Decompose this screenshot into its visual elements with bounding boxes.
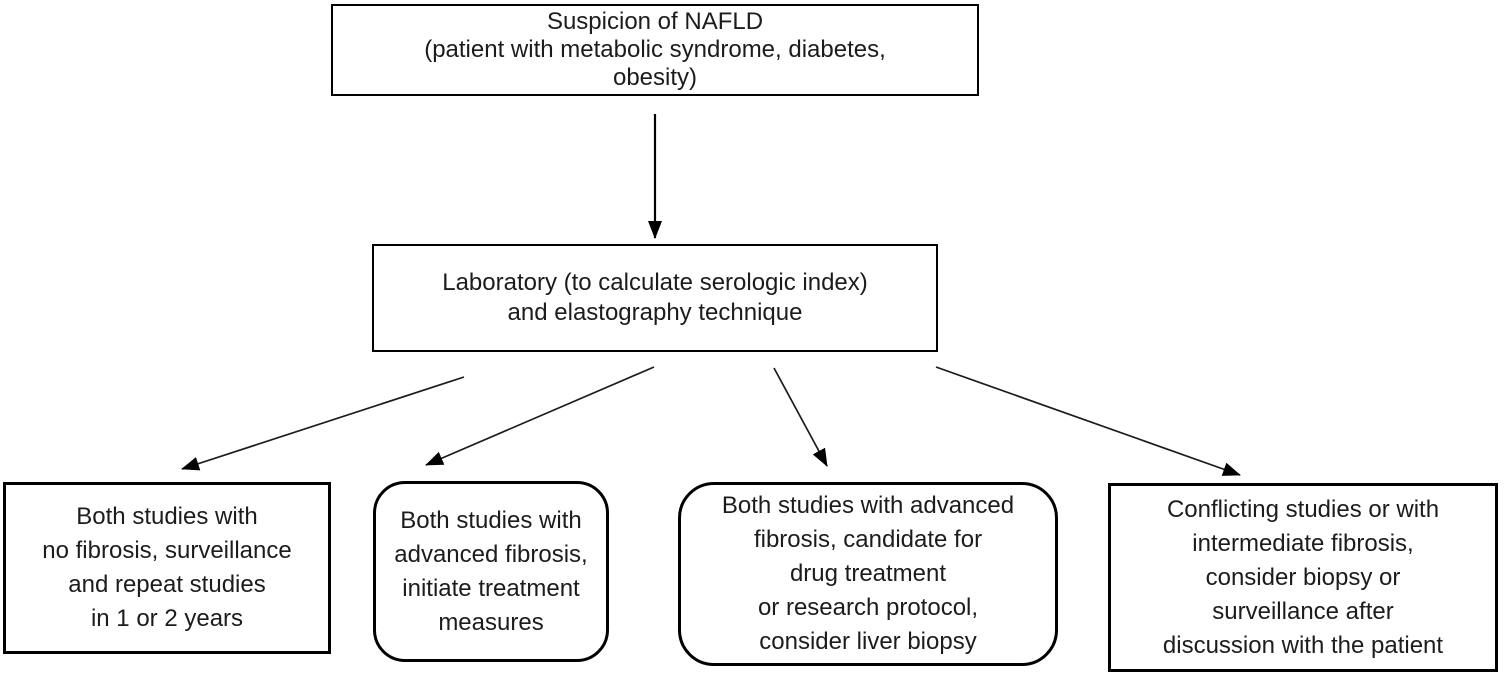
node-laboratory-elastography: Laboratory (to calculate serologic index… bbox=[372, 244, 938, 352]
node-text-line: and repeat studies bbox=[68, 571, 266, 598]
node-text-line: Laboratory (to calculate serologic index… bbox=[442, 269, 868, 296]
node-text-line: discussion with the patient bbox=[1162, 631, 1444, 659]
node-advanced-fibrosis-biopsy: Both studies with advanced fibrosis, can… bbox=[678, 482, 1058, 666]
node-text-line: consider liver biopsy bbox=[759, 628, 977, 655]
node-text-line: Both studies with advanced bbox=[721, 492, 1015, 519]
node-text-line: initiate treatment bbox=[402, 574, 580, 602]
node-text-line: Both studies with bbox=[76, 503, 258, 530]
node-text-line: Conflicting studies or with bbox=[1166, 495, 1440, 523]
arrow-laboratory-to-advanced-fibrosis-treatment bbox=[425, 366, 655, 466]
node-suspicion-of-nafld: Suspicion of NAFLD (patient with metabol… bbox=[331, 4, 979, 96]
arrow-laboratory-to-conflicting bbox=[935, 366, 1241, 476]
node-advanced-fibrosis-treatment: Both studies with advanced fibrosis, ini… bbox=[373, 481, 609, 662]
node-text-line: obesity) bbox=[612, 64, 698, 91]
node-text-line: in 1 or 2 years bbox=[90, 605, 244, 632]
arrow-laboratory-to-no-fibrosis bbox=[181, 376, 465, 471]
node-text-line: intermediate fibrosis, bbox=[1192, 529, 1414, 557]
node-text-line: advanced fibrosis, bbox=[394, 540, 588, 568]
node-text-line: measures bbox=[438, 608, 544, 636]
node-no-fibrosis-surveillance: Both studies with no fibrosis, surveilla… bbox=[3, 482, 331, 654]
node-conflicting-studies: Conflicting studies or with intermediate… bbox=[1108, 483, 1498, 672]
node-text-line: and elastography technique bbox=[507, 299, 803, 326]
node-text-line: no fibrosis, surveillance bbox=[42, 537, 292, 564]
node-text-line: Both studies with bbox=[400, 506, 582, 534]
node-text-line: drug treatment bbox=[789, 560, 947, 587]
node-text-line: fibrosis, candidate for bbox=[753, 526, 983, 553]
node-text-line: or research protocol, bbox=[757, 594, 979, 621]
arrow-laboratory-to-advanced-fibrosis-biopsy bbox=[773, 367, 828, 467]
node-text-line: surveillance after bbox=[1212, 597, 1394, 625]
node-text-line: (patient with metabolic syndrome, diabet… bbox=[424, 36, 886, 63]
node-text-line: consider biopsy or bbox=[1205, 563, 1401, 591]
node-text-line: Suspicion of NAFLD bbox=[546, 8, 764, 35]
